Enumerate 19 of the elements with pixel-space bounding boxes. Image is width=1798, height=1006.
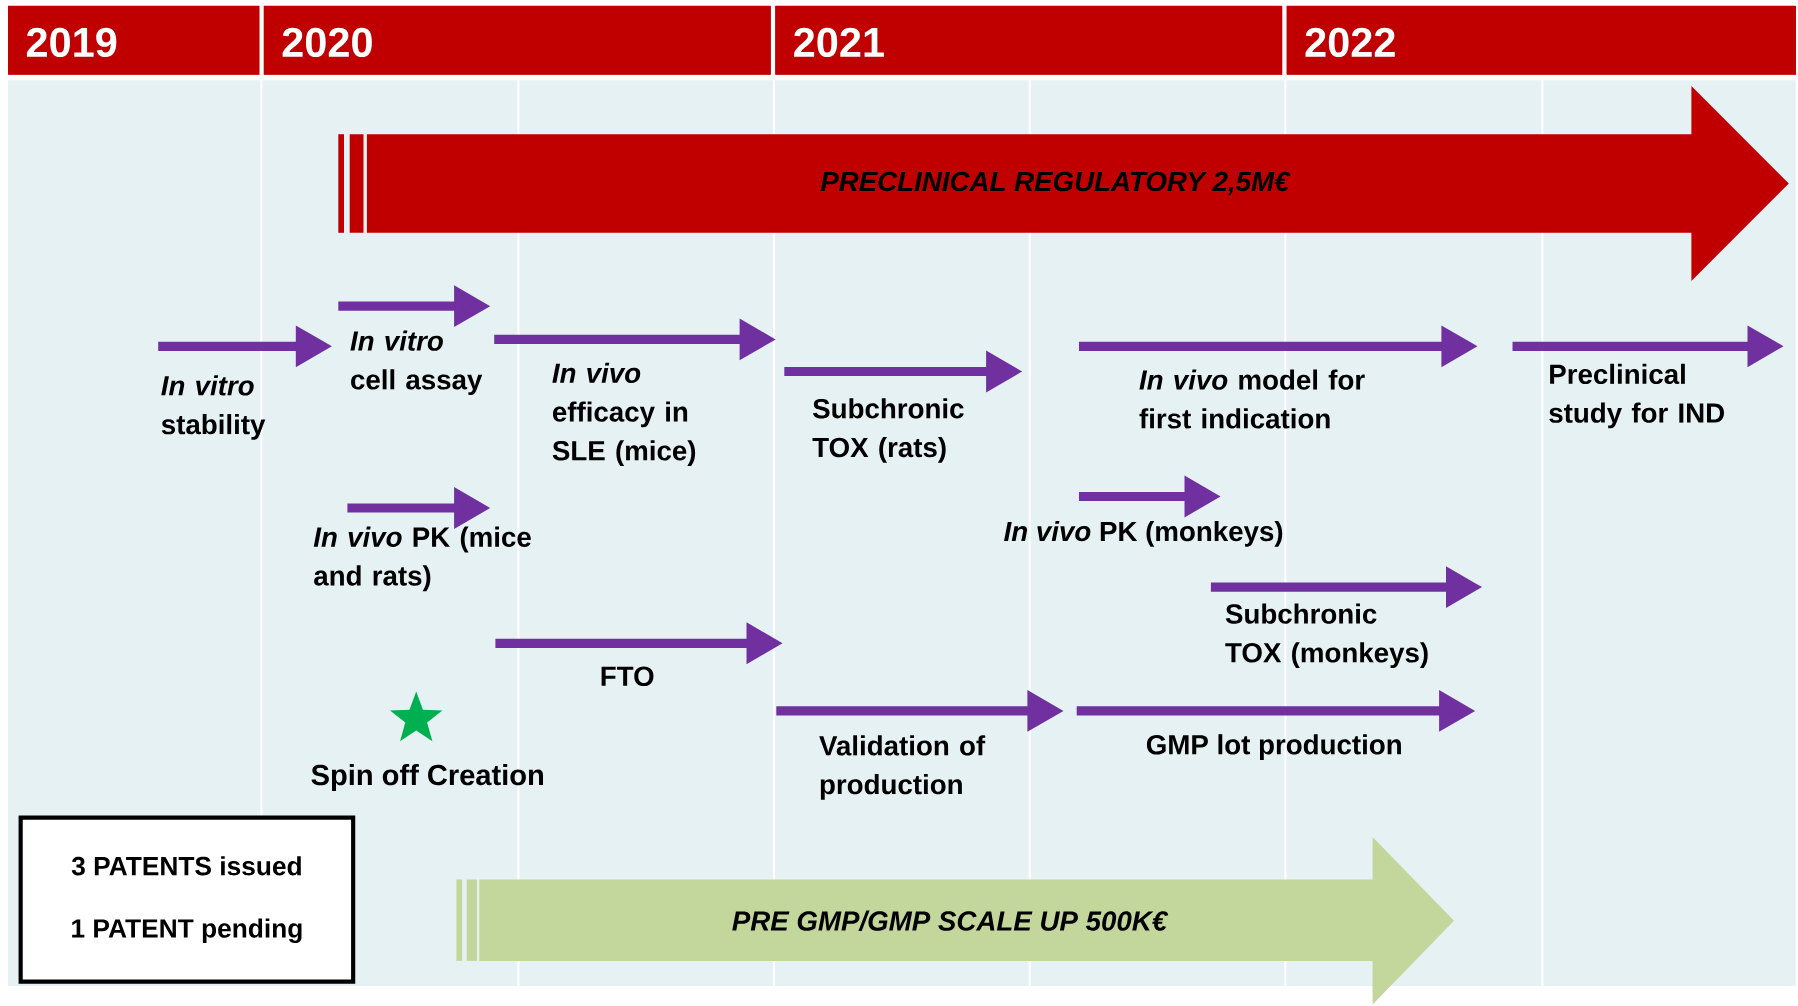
task-label: In vivo model for first indication bbox=[1139, 369, 1365, 429]
task-label: Subchronic TOX (rats) bbox=[812, 398, 964, 463]
patent-box: 3 PATENTS issued 1 PATENT pending bbox=[18, 815, 356, 984]
task-label: Preclinical study for IND bbox=[1549, 363, 1724, 429]
task-label: FTO bbox=[601, 666, 654, 687]
year-band: 2021 bbox=[775, 5, 1283, 75]
year-band: 2022 bbox=[1286, 5, 1796, 75]
task-label: In vivo PK (monkeys) bbox=[1004, 520, 1283, 547]
task-label: In vivo efficacy in SLE (mice) bbox=[552, 362, 696, 467]
star-icon bbox=[390, 691, 443, 742]
year-band: 2019 bbox=[8, 5, 260, 75]
task-label: In vivo PK (mice and rats) bbox=[313, 526, 531, 592]
year-band: 2020 bbox=[263, 5, 771, 75]
task-label: GMP lot production bbox=[1146, 734, 1401, 760]
milestone-label: Spin off Creation bbox=[311, 764, 543, 792]
task-label: In vitro stability bbox=[161, 375, 266, 440]
task-label: Subchronic TOX (monkeys) bbox=[1225, 603, 1428, 669]
task-label: Validation of production bbox=[819, 735, 986, 800]
task-label: In vitro cell assay bbox=[350, 330, 483, 396]
